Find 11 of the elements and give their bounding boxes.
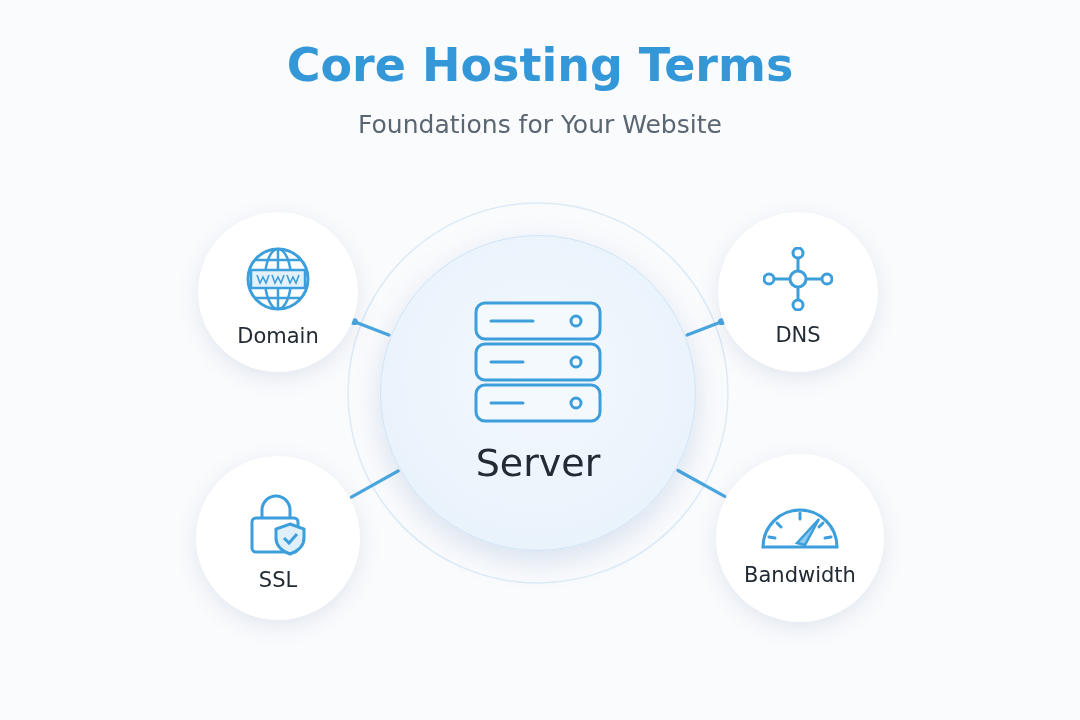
term-label: SSL	[258, 568, 298, 592]
term-label: Domain	[237, 324, 319, 348]
term-label: DNS	[775, 323, 821, 347]
connector-line	[685, 318, 726, 337]
term-label: Server	[475, 441, 601, 485]
term-label: Bandwidth	[744, 563, 856, 587]
connector-line	[350, 318, 391, 337]
subtitle: Foundations for Your Website	[357, 110, 723, 139]
connector-line	[349, 469, 400, 499]
connector-line	[676, 468, 727, 498]
title: Core Hosting Terms	[285, 38, 795, 92]
